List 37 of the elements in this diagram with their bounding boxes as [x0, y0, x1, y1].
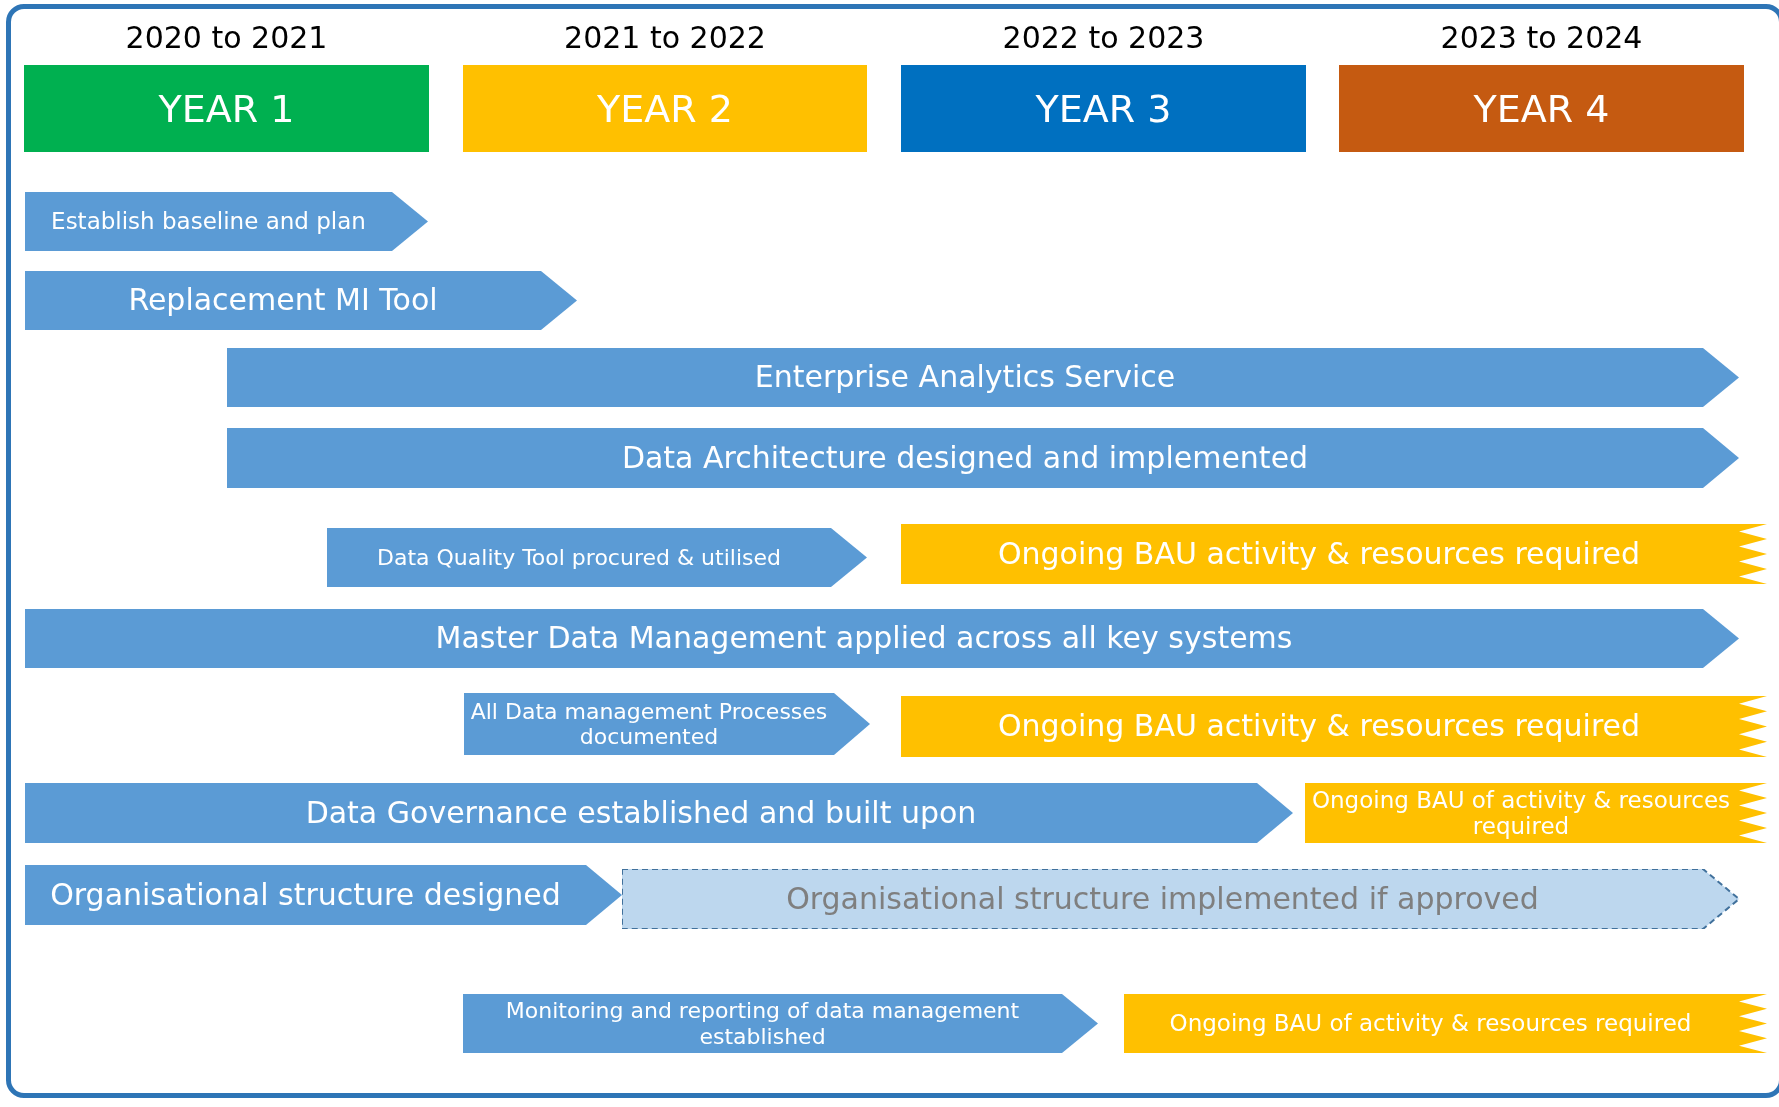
bar-label: Organisational structure implemented if approved	[785, 879, 1540, 918]
arrow-bar	[327, 528, 867, 587]
arrow-bar	[25, 192, 428, 251]
bar-label: Ongoing BAU activity & resources required	[996, 534, 1642, 573]
arrow-bar	[25, 783, 1293, 843]
bar-label: Ongoing BAU of activity & resources required	[1310, 785, 1732, 841]
date-label: 2023 to 2024	[1439, 20, 1644, 55]
year-header-bar: YEAR 2	[463, 65, 867, 152]
bar-label: Enterprise Analytics Service	[753, 358, 1177, 397]
ongoing-bar	[901, 524, 1767, 584]
ongoing-bar	[901, 696, 1767, 757]
year-header-bar: YEAR 4	[1339, 65, 1744, 152]
bar-label: Data Governance established and built upon	[304, 793, 978, 832]
bar-label: Replacement MI Tool	[127, 281, 439, 320]
bar-label: Ongoing BAU of activity & resources required	[1168, 1009, 1693, 1039]
bar-label: Master Data Management applied across all key systems	[434, 619, 1294, 658]
arrow-bar	[227, 348, 1739, 407]
bar-label: Organisational structure designed	[49, 875, 562, 914]
bar-label: Ongoing BAU activity & resources required	[996, 707, 1642, 746]
arrow-bar	[25, 865, 622, 925]
ongoing-bar	[1124, 994, 1767, 1053]
dashed-arrow-bar	[622, 869, 1739, 929]
date-label: 2021 to 2022	[563, 20, 767, 55]
arrow-bar	[25, 609, 1739, 668]
arrow-bar	[227, 428, 1739, 488]
bar-label: Data Quality Tool procured & utilised	[376, 543, 782, 572]
bar-label: Data Architecture designed and implemented	[620, 438, 1310, 477]
arrow-bar	[463, 994, 1098, 1053]
bar-label: Establish baseline and plan	[50, 207, 367, 237]
bar-label: Monitoring and reporting of data management established	[504, 997, 1021, 1051]
year-header-bar: YEAR 1	[24, 65, 429, 152]
bar-label: All Data management Processes documented	[469, 697, 829, 751]
arrow-bar	[25, 271, 577, 330]
date-label: 2020 to 2021	[124, 20, 329, 55]
date-label: 2022 to 2023	[1001, 20, 1206, 55]
arrow-bar	[464, 693, 870, 755]
year-header-bar: YEAR 3	[901, 65, 1306, 152]
